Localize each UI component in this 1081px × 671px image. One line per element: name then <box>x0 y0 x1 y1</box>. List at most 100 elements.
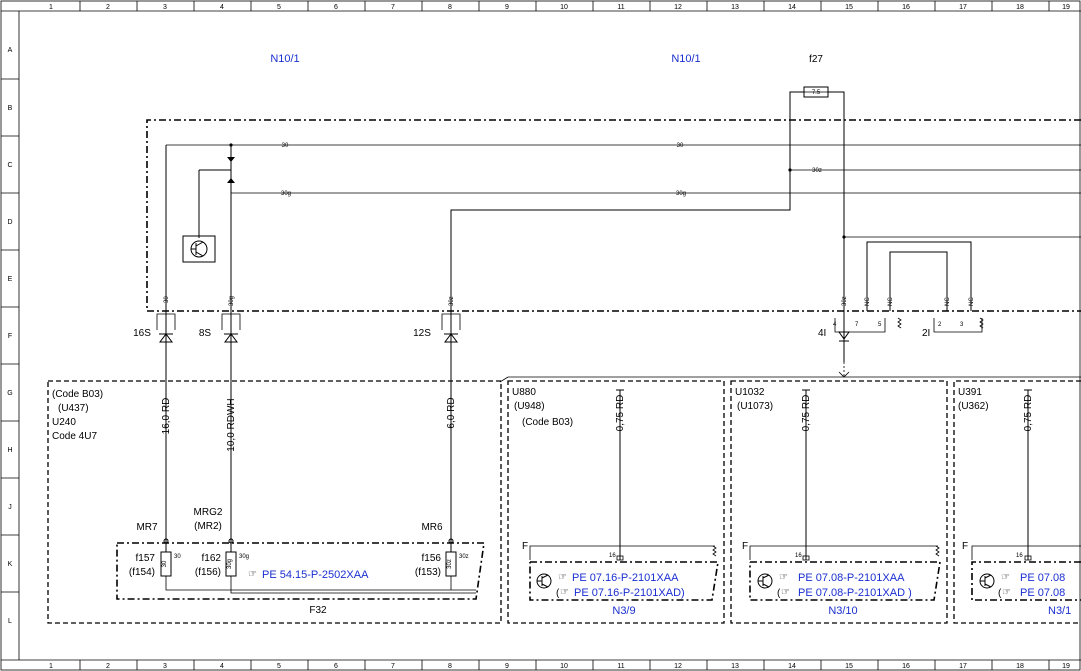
internal-buses: 30 30 30g 30g 30z <box>166 143 1081 239</box>
reference-link[interactable]: PE 07.08 <box>1020 572 1065 584</box>
fuse-box-f32: (Code B03) (U437) U240 Code 4U7 MR7 MRG2… <box>47 380 502 624</box>
col-label: 12 <box>674 4 682 11</box>
module-text: (U1073) <box>737 401 773 412</box>
reference-link[interactable]: PE 07.08-P-2101XAD ) <box>798 587 912 599</box>
module-label: N3/9 <box>612 605 635 617</box>
col-label: 5 <box>277 4 281 11</box>
connector-12s: 12S <box>413 311 461 380</box>
fuse-label: f162 <box>202 553 222 564</box>
connector-label: 12S <box>413 328 431 339</box>
col-label: 11 <box>617 663 624 670</box>
fuse-label: (f153) <box>415 567 441 578</box>
terminal-label: MRG2 <box>194 507 223 518</box>
reference-link[interactable]: PE 07.16-P-2101XAD) <box>574 587 685 599</box>
pin-number: 5 <box>878 322 882 328</box>
f32-text: (Code B03) <box>52 389 103 400</box>
col-label: 7 <box>391 4 395 11</box>
col-label: 11 <box>617 4 624 11</box>
col-label: 3 <box>163 663 167 670</box>
fuse-label: (f156) <box>195 567 221 578</box>
pin-number: 16 <box>795 553 802 559</box>
f32-text: Code 4U7 <box>52 431 97 442</box>
pointing-hand-icon: ☞ <box>781 587 790 598</box>
pointing-hand-icon: ☞ <box>248 569 257 580</box>
module-text: U1032 <box>735 387 765 398</box>
fuse-terminal: 30 <box>174 554 181 560</box>
row-label: J <box>8 504 12 511</box>
module-text: U880 <box>512 387 536 398</box>
component-label-n10-left: N10/1 <box>270 53 299 65</box>
pin-label: NC <box>865 297 871 306</box>
reference-link[interactable]: PE 54.15-P-2502XAA <box>262 569 369 581</box>
col-label: 3 <box>163 4 167 11</box>
col-label: 14 <box>788 4 796 11</box>
reference-link[interactable]: PE 07.16-P-2101XAA <box>572 572 679 584</box>
pin-number: 3 <box>960 322 964 328</box>
col-label: 15 <box>845 4 853 11</box>
fuse-label: f156 <box>422 553 442 564</box>
col-label: 19 <box>1062 663 1070 670</box>
module-text: (Code B03) <box>522 417 573 428</box>
bus-label: 30 <box>282 143 289 149</box>
connector-label: 16S <box>133 328 151 339</box>
reference-link[interactable]: PE 07.08-P-2101XAA <box>798 572 905 584</box>
col-label: 6 <box>334 4 338 11</box>
pointing-hand-icon: ☞ <box>1001 572 1010 583</box>
paren: ( <box>998 588 1002 599</box>
fuse-box-label: F32 <box>309 605 327 616</box>
column-ruler: 1 2 3 4 5 6 7 8 9 10 11 12 13 14 15 16 1… <box>49 1 1070 670</box>
module-text: (U948) <box>514 401 545 412</box>
pin-label: NC <box>945 297 951 306</box>
connector-label: 8S <box>199 328 212 339</box>
col-label: 9 <box>505 663 509 670</box>
connector-2i: 2I 2 3 <box>922 317 984 339</box>
col-label: 14 <box>788 663 796 670</box>
connector-label: 4I <box>818 328 826 339</box>
fuse-body-label: 30g <box>227 559 233 569</box>
row-label: F <box>8 333 12 340</box>
col-label: 7 <box>391 663 395 670</box>
connector-16s: 16S <box>133 311 176 380</box>
row-label: G <box>7 390 12 397</box>
paren: ( <box>556 588 560 599</box>
pointing-hand-icon: ☞ <box>1002 587 1011 598</box>
col-label: 2 <box>106 663 110 670</box>
pointing-hand-icon: ☞ <box>779 572 788 583</box>
bus-label: 30 <box>677 143 684 149</box>
col-label: 16 <box>902 4 910 11</box>
module-text: (U362) <box>958 401 989 412</box>
fuse-body-label: 30 <box>162 560 168 567</box>
terminal-label: (MR2) <box>194 521 222 532</box>
row-label: K <box>8 561 13 568</box>
pin-label: NC <box>969 297 975 306</box>
connector-4i: 4I 4 7 5 <box>818 311 902 362</box>
module-n3-10: U1032 (U1073) 0,75 RD F 16 ☞ PE 07.08-P-… <box>730 380 948 624</box>
component-label-n10-right: N10/1 <box>671 53 700 65</box>
fuse-label: (f154) <box>129 567 155 578</box>
pin-number: 16 <box>609 553 616 559</box>
col-label: 6 <box>334 663 338 670</box>
pin-number: 7 <box>855 322 859 328</box>
bus-label: 30z <box>812 168 822 174</box>
col-label: 13 <box>731 4 739 11</box>
pin-label: 30g <box>229 296 235 306</box>
col-label: 10 <box>560 663 568 670</box>
col-label: 16 <box>902 663 910 670</box>
pointing-hand-icon: ☞ <box>558 572 567 583</box>
bus-label: 30g <box>676 191 686 197</box>
row-label: D <box>7 219 12 226</box>
fuse-terminal: 30g <box>239 554 249 560</box>
row-label: B <box>8 105 13 112</box>
connector-label: 2I <box>922 328 930 339</box>
col-label: 4 <box>220 663 224 670</box>
bus-label: 30g <box>281 191 291 197</box>
col-label: 18 <box>1016 663 1024 670</box>
reference-link[interactable]: PE 07.08 <box>1020 587 1065 599</box>
pin-label: NC <box>888 297 894 306</box>
fuse-rating: 7.5 <box>812 90 821 96</box>
pin-label: 30z <box>449 296 455 306</box>
row-label: A <box>8 47 13 54</box>
pin-label: 30 <box>164 296 170 303</box>
col-label: 2 <box>106 4 110 11</box>
